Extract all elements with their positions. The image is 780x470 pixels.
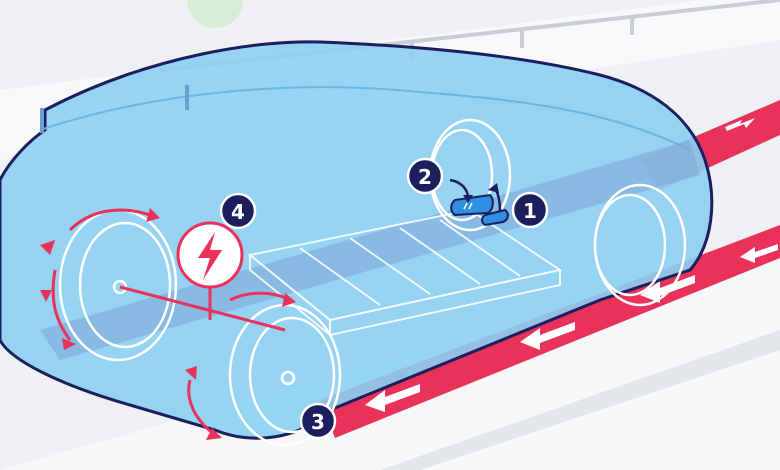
pedal-arrows xyxy=(449,178,502,213)
callout-2: 2 xyxy=(406,157,444,195)
callout-3: 3 xyxy=(299,402,337,440)
battery-pack xyxy=(247,209,563,337)
accelerator-pedal xyxy=(481,208,509,227)
callout-2-number: 2 xyxy=(418,165,432,189)
brake-pedal xyxy=(450,193,494,217)
energy-bolt-icon xyxy=(176,221,244,305)
callout-1: 1 xyxy=(511,191,549,229)
wheel-front-right xyxy=(593,183,687,307)
callout-4: 4 xyxy=(219,192,257,230)
callout-1-number: 1 xyxy=(523,199,537,223)
callout-4-number: 4 xyxy=(231,200,245,224)
callout-3-number: 3 xyxy=(311,410,325,434)
rotation-arrows xyxy=(40,208,296,440)
